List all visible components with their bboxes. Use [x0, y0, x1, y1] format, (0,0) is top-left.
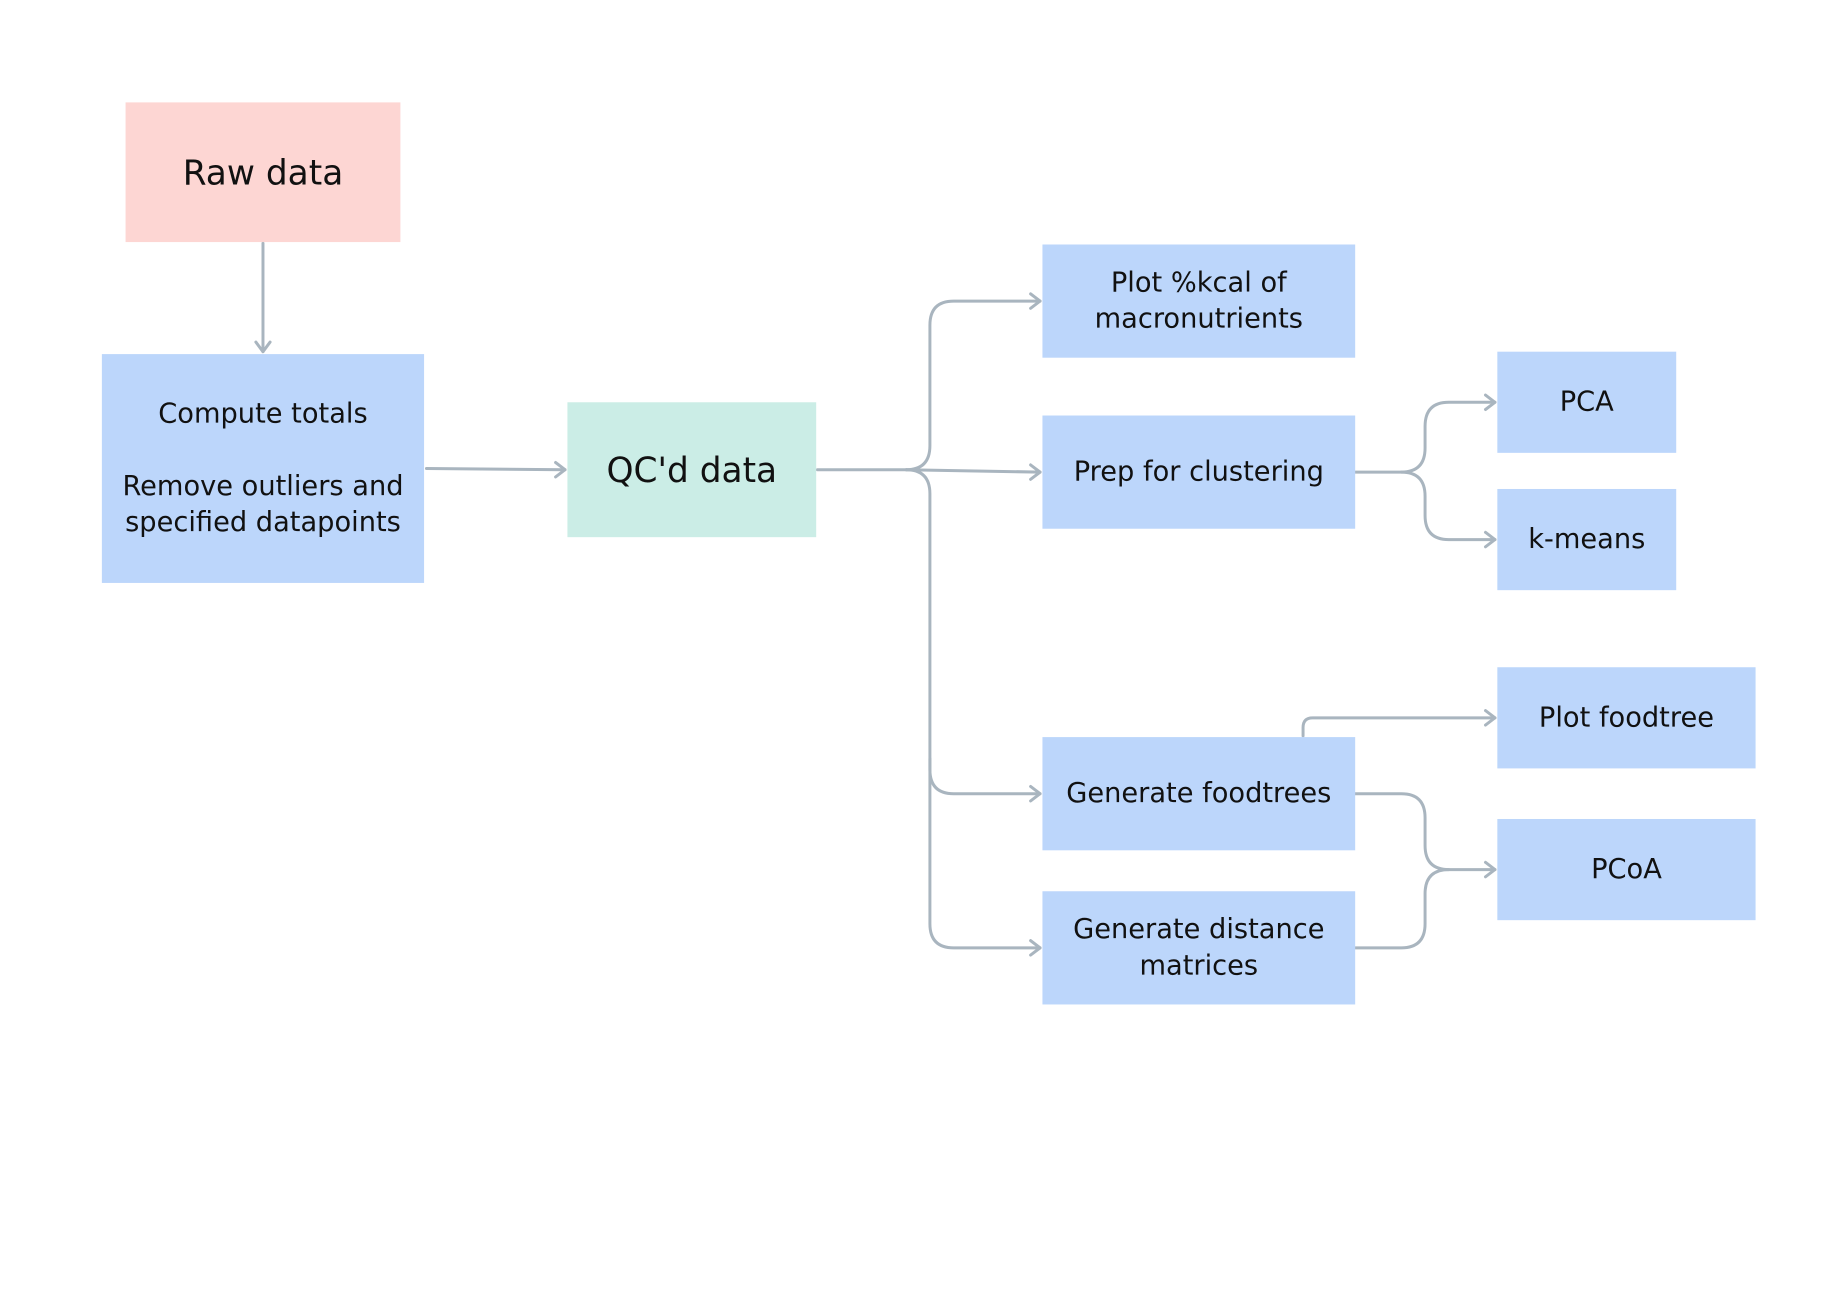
node-raw-data-label: Raw data — [182, 151, 344, 193]
pcoa-label: PCoA — [1591, 853, 1662, 886]
generate-distance-label-line2: matrices — [1139, 950, 1259, 982]
connector-qc-to-distance — [928, 757, 1042, 950]
arrowhead-kmeans — [1484, 530, 1497, 549]
arrowhead-plot-foodtree — [1484, 709, 1497, 727]
node-qc-data: QC'd data — [567, 402, 817, 538]
plot-kcal-label-line1: Plot %kcal of — [1110, 267, 1287, 299]
node-generate-distance: Generate distance matrices — [1042, 891, 1356, 1005]
generate-foodtrees-label: Generate foodtrees — [1066, 778, 1332, 810]
arrowhead-plot-kcal — [1029, 292, 1042, 310]
node-raw-data: Raw data — [125, 102, 401, 243]
remove-outliers-label-line1: Remove outliers and — [122, 470, 404, 503]
node-compute-totals: Compute totals Remove outliers and speci… — [101, 354, 425, 583]
node-plot-kcal: Plot %kcal of macronutrients — [1042, 244, 1356, 358]
plot-kcal-label-line2: macronutrients — [1094, 303, 1304, 335]
node-generate-foodtrees: Generate foodtrees — [1042, 737, 1356, 851]
compute-totals-label: Compute totals — [158, 398, 368, 430]
arrowhead-distance — [1029, 939, 1042, 957]
node-pcoa: PCoA — [1497, 818, 1756, 921]
node-plot-foodtree: Plot foodtree — [1497, 667, 1756, 769]
arrowhead-prep — [1029, 463, 1042, 481]
connector-qc-to-plot-kcal — [904, 299, 1042, 472]
node-kmeans: k-means — [1497, 488, 1677, 591]
kmeans-label: k-means — [1528, 523, 1646, 556]
pca-label: PCA — [1559, 386, 1614, 418]
plot-foodtree-label: Plot foodtree — [1538, 702, 1714, 734]
connector-qc-to-prep — [904, 468, 1042, 474]
connector-foodtrees-to-pcoa — [1353, 792, 1497, 872]
arrowhead-pcoa — [1484, 860, 1497, 879]
prep-clustering-label: Prep for clustering — [1073, 456, 1324, 488]
connector-foodtrees-to-plot-foodtree — [1301, 716, 1497, 738]
node-pca: PCA — [1497, 351, 1677, 453]
connector-prep-to-pca — [1353, 400, 1497, 474]
arrowhead-compute — [254, 340, 272, 354]
connector-qc-to-foodtrees — [904, 468, 1042, 796]
connector-compute-to-qc — [424, 467, 567, 472]
remove-outliers-label-line2: specified datapoints — [125, 507, 401, 539]
arrowhead-pca — [1484, 393, 1497, 412]
connector-layer — [254, 241, 1497, 957]
connector-distance-to-pcoa — [1353, 868, 1451, 950]
generate-distance-label-line1: Generate distance — [1073, 914, 1325, 946]
node-prep-clustering: Prep for clustering — [1042, 415, 1356, 529]
node-qc-data-label: QC'd data — [606, 449, 778, 491]
connector-prep-to-kmeans — [1399, 470, 1497, 542]
arrowhead-qc — [554, 460, 567, 479]
arrowhead-foodtrees — [1029, 784, 1042, 803]
